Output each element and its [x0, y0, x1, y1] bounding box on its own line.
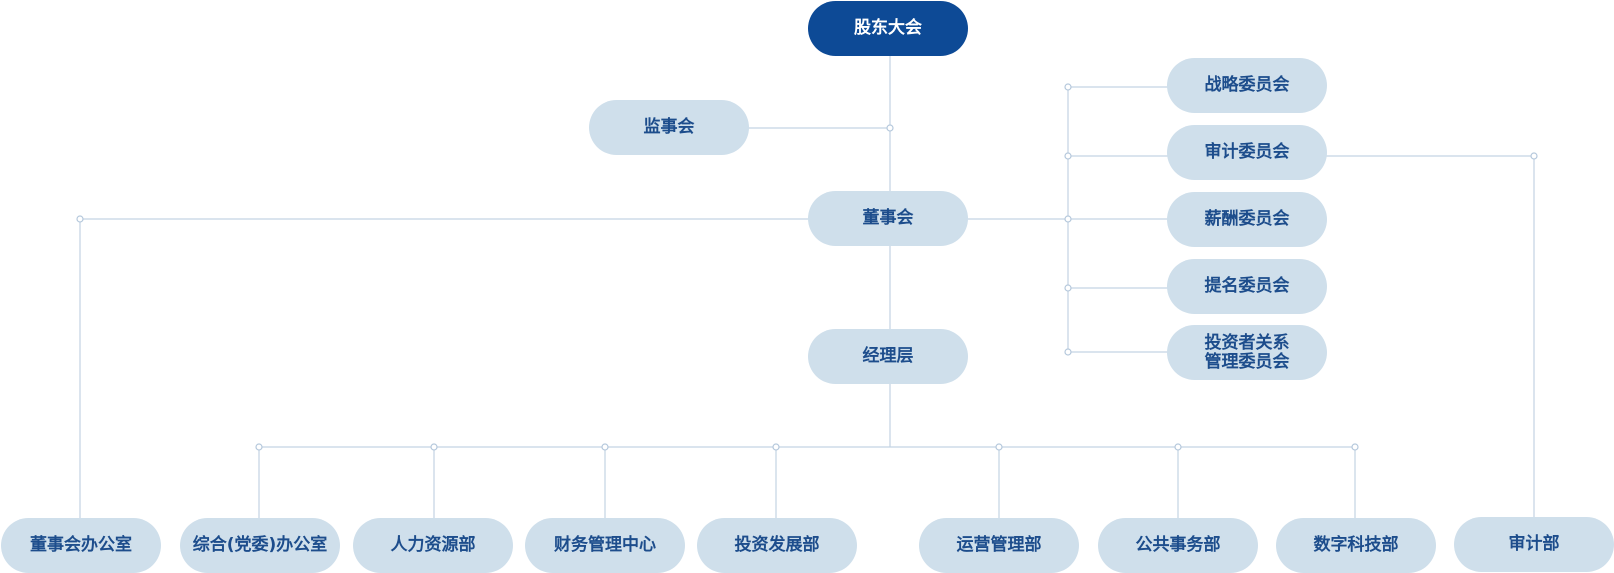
board-office-label: 董事会办公室 — [30, 535, 132, 555]
public-affairs-department-node[interactable]: 公共事务部 — [1098, 518, 1258, 573]
compensation-committee-node[interactable]: 薪酬委员会 — [1167, 192, 1327, 247]
audit-committee-label: 审计委员会 — [1204, 142, 1290, 162]
junction-dot — [255, 443, 263, 451]
junction-dot — [76, 215, 84, 223]
junction-dot — [995, 443, 1003, 451]
hr-department-node[interactable]: 人力资源部 — [353, 518, 513, 573]
investment-department-label: 投资发展部 — [734, 535, 820, 555]
finance-center-label: 财务管理中心 — [554, 535, 656, 555]
junction-dot — [1064, 284, 1072, 292]
strategy-committee-label: 战略委员会 — [1204, 75, 1290, 95]
nomination-committee-node[interactable]: 提名委员会 — [1167, 259, 1327, 314]
general-office-node[interactable]: 综合(党委)办公室 — [180, 518, 340, 573]
audit-committee-node[interactable]: 审计委员会 — [1167, 125, 1327, 180]
shareholders-meeting-node[interactable]: 股东大会 — [808, 1, 968, 56]
junction-dot — [430, 443, 438, 451]
junction-dot — [1064, 215, 1072, 223]
investor-relations-committee-label: 投资者关系 管理委员会 — [1204, 332, 1290, 372]
finance-center-node[interactable]: 财务管理中心 — [525, 518, 685, 573]
operations-department-node[interactable]: 运营管理部 — [919, 518, 1079, 573]
junction-dot — [1064, 83, 1072, 91]
junction-dot — [886, 124, 894, 132]
audit-department-node[interactable]: 审计部 — [1454, 517, 1614, 572]
junction-dot — [1174, 443, 1182, 451]
supervisory-board-label: 监事会 — [643, 117, 695, 137]
compensation-committee-label: 薪酬委员会 — [1204, 209, 1290, 229]
hr-department-label: 人力资源部 — [390, 535, 476, 555]
supervisory-board-node[interactable]: 监事会 — [589, 100, 749, 155]
junction-dot — [1064, 152, 1072, 160]
junction-dot — [1530, 152, 1538, 160]
nomination-committee-label: 提名委员会 — [1204, 276, 1290, 296]
operations-department-label: 运营管理部 — [956, 535, 1042, 555]
junction-dot — [772, 443, 780, 451]
shareholders-meeting-label: 股东大会 — [854, 18, 922, 38]
investment-department-node[interactable]: 投资发展部 — [697, 518, 857, 573]
junction-dot — [601, 443, 609, 451]
board-of-directors-label: 董事会 — [862, 208, 914, 228]
digital-tech-department-label: 数字科技部 — [1313, 535, 1399, 555]
public-affairs-department-label: 公共事务部 — [1135, 535, 1221, 555]
digital-tech-department-node[interactable]: 数字科技部 — [1276, 518, 1436, 573]
board-office-node[interactable]: 董事会办公室 — [1, 518, 161, 573]
general-office-label: 综合(党委)办公室 — [192, 535, 328, 555]
strategy-committee-node[interactable]: 战略委员会 — [1167, 58, 1327, 113]
management-label: 经理层 — [862, 346, 914, 366]
junction-dot — [1351, 443, 1359, 451]
investor-relations-committee-node[interactable]: 投资者关系 管理委员会 — [1167, 325, 1327, 380]
junction-dot — [1064, 348, 1072, 356]
audit-department-label: 审计部 — [1508, 534, 1560, 554]
board-of-directors-node[interactable]: 董事会 — [808, 191, 968, 246]
management-node[interactable]: 经理层 — [808, 329, 968, 384]
